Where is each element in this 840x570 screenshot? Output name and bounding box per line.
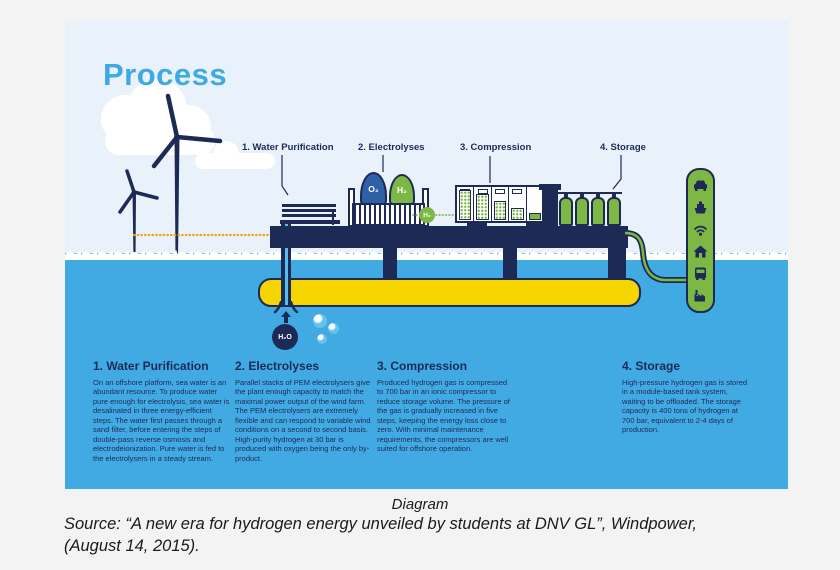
source-line: Source: “A new era for hydrogen energy u… bbox=[64, 515, 697, 533]
stage-label-compression: 3. Compression bbox=[460, 142, 532, 153]
platform-leg bbox=[383, 248, 397, 282]
intake-pipe-flare bbox=[273, 301, 299, 314]
h2o-badge: H₂O bbox=[272, 324, 298, 350]
compressor-stage bbox=[509, 187, 527, 221]
compressor-stage bbox=[474, 187, 492, 221]
house-icon bbox=[693, 245, 708, 258]
purification-unit bbox=[282, 209, 336, 212]
platform-leg bbox=[608, 248, 626, 282]
section-heading: 3. Compression bbox=[377, 359, 468, 373]
offloading-hose bbox=[624, 230, 689, 283]
section-electrolyses: 2. Electrolyses Parallel stacks of PEM e… bbox=[235, 359, 371, 463]
stage-label-water-purification: 1. Water Purification bbox=[242, 142, 334, 153]
purification-unit-pipe bbox=[332, 209, 334, 225]
air-bubble bbox=[328, 323, 339, 334]
figure-caption: Diagram bbox=[391, 496, 449, 513]
purification-unit bbox=[280, 220, 340, 224]
section-body: High-pressure hydrogen gas is stored in … bbox=[622, 378, 748, 435]
water-intake-flow bbox=[285, 224, 288, 305]
purification-unit bbox=[282, 204, 336, 207]
storage-tower bbox=[542, 184, 558, 248]
cloud bbox=[195, 153, 275, 169]
wave-crests bbox=[65, 249, 788, 261]
label-leader-lines bbox=[281, 155, 622, 196]
storage-tower-cap bbox=[539, 184, 561, 190]
hydrogen-cylinder bbox=[607, 197, 621, 226]
air-bubble bbox=[313, 314, 327, 328]
compressor-foot bbox=[467, 221, 487, 227]
oxygen-tank: O₂ bbox=[360, 172, 387, 205]
compressor-stage bbox=[492, 187, 510, 221]
compressor-unit bbox=[455, 185, 545, 223]
stage-label-storage: 4. Storage bbox=[600, 142, 646, 153]
section-heading: 4. Storage bbox=[622, 359, 681, 373]
hydrogen-cylinder bbox=[559, 197, 573, 226]
platform-leg bbox=[503, 248, 517, 282]
h2-flow-badge: H₂ bbox=[419, 207, 435, 223]
tank-valve bbox=[612, 192, 616, 198]
section-water-purification: 1. Water Purification On an offshore pla… bbox=[93, 359, 233, 463]
section-body: On an offshore platform, sea water is an… bbox=[93, 378, 230, 463]
compressor-foot bbox=[526, 221, 546, 227]
section-heading: 2. Electrolyses bbox=[235, 359, 320, 373]
platform-deck bbox=[270, 226, 628, 248]
wind-turbines-icon bbox=[118, 93, 223, 259]
tank-valve bbox=[596, 192, 600, 198]
up-arrow-icon bbox=[281, 311, 291, 323]
source-line: (August 14, 2015). bbox=[64, 536, 200, 555]
hydrogen-refuelling-station bbox=[686, 168, 715, 313]
stage-label-electrolyses: 2. Electrolyses bbox=[358, 142, 425, 153]
air-bubble bbox=[317, 334, 327, 344]
storage-manifold-pipe bbox=[556, 192, 622, 194]
factory-icon bbox=[694, 290, 705, 302]
ship-icon bbox=[694, 201, 707, 214]
figure-source: Source: “A new era for hydrogen energy u… bbox=[64, 514, 788, 558]
compressor-stage bbox=[527, 187, 543, 221]
section-compression: 3. Compression Produced hydrogen gas is … bbox=[377, 359, 511, 454]
pontoon-float bbox=[258, 278, 641, 307]
hydrogen-cylinder bbox=[575, 197, 589, 226]
purification-unit bbox=[282, 214, 336, 217]
section-storage: 4. Storage High-pressure hydrogen gas is… bbox=[622, 359, 752, 435]
diagram-title: Process bbox=[103, 57, 228, 92]
section-body: Produced hydrogen gas is compressed to 7… bbox=[377, 378, 510, 454]
process-diagram: Process bbox=[65, 21, 788, 489]
tank-valve bbox=[564, 192, 568, 198]
car-icon bbox=[694, 180, 707, 191]
section-body: Parallel stacks of PEM electrolysers giv… bbox=[235, 378, 371, 463]
hydrogen-tank: H₂ bbox=[389, 174, 415, 205]
hydrogen-cylinder bbox=[591, 197, 605, 226]
bus-icon bbox=[695, 267, 706, 280]
tank-valve bbox=[580, 192, 584, 198]
compressor-stage bbox=[457, 187, 475, 221]
wifi-icon bbox=[694, 225, 707, 236]
section-heading: 1. Water Purification bbox=[93, 359, 209, 373]
